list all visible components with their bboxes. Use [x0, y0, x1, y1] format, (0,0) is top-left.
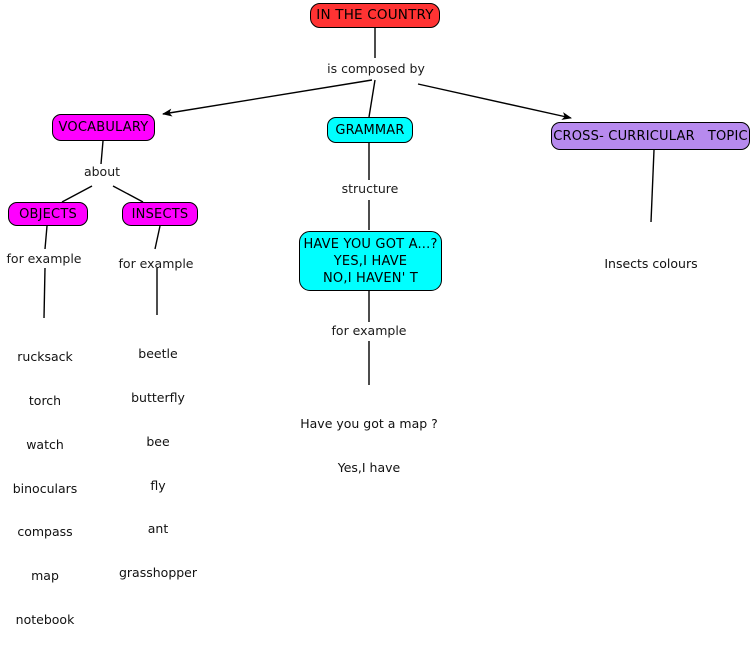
leaf-insects-examples: beetle butterfly bee fly ant grasshopper	[110, 318, 206, 610]
list-item: ant	[147, 521, 169, 537]
grammar-structure-line-1: HAVE YOU GOT A...?	[303, 236, 438, 252]
edge-hub-to-grammar	[368, 79, 376, 118]
list-item: rucksack	[17, 349, 73, 365]
link-label-for-example-objects: for example	[6, 251, 82, 266]
list-item: butterfly	[131, 389, 185, 405]
edge-cross-curricular-to-examples	[650, 149, 655, 223]
link-label-about: about	[83, 164, 121, 179]
node-grammar-label: GRAMMAR	[335, 122, 405, 138]
leaf-objects-examples: rucksack torch watch binoculars compass …	[0, 321, 90, 657]
grammar-structure-line-2: YES,I HAVE	[333, 253, 408, 269]
edge-insects-to-forexample	[154, 225, 161, 250]
list-item: compass	[17, 524, 73, 540]
edge-about-to-insects	[112, 185, 144, 203]
list-item: fly	[150, 477, 166, 493]
edge-objects-to-forexample	[44, 225, 48, 250]
link-label-for-example-grammar: for example	[331, 323, 407, 338]
node-grammar[interactable]: GRAMMAR	[327, 117, 413, 143]
list-item: map	[31, 568, 59, 584]
edge-hub-to-vocabulary	[162, 79, 373, 117]
list-item: torch	[28, 392, 62, 408]
list-item: Insects colours	[604, 256, 698, 272]
leaf-cross-curricular-examples: Insects colours	[586, 228, 716, 301]
list-item: Have you got a map ?	[300, 416, 438, 432]
node-insects-label: INSECTS	[131, 206, 189, 222]
edge-about-to-objects	[61, 185, 93, 203]
list-item: notebook	[15, 611, 75, 627]
list-item: bee	[146, 433, 170, 449]
node-grammar-structure[interactable]: HAVE YOU GOT A...? YES,I HAVE NO,I HAVEN…	[299, 231, 442, 291]
link-label-for-example-insects: for example	[118, 256, 194, 271]
edge-hub-to-cross-curricular	[417, 83, 572, 120]
concept-map-canvas: IN THE COUNTRY VOCABULARY GRAMMAR CROSS-…	[6, 3, 750, 626]
node-vocabulary-label: VOCABULARY	[58, 120, 149, 135]
node-cross-curricular-topic-label: CROSS- CURRICULAR TOPIC	[553, 128, 748, 144]
node-in-the-country[interactable]: IN THE COUNTRY	[310, 3, 440, 28]
node-objects[interactable]: OBJECTS	[8, 202, 88, 226]
list-item: grasshopper	[118, 565, 198, 581]
list-item: beetle	[138, 346, 178, 362]
edge-vocabulary-to-about	[100, 140, 104, 165]
list-item: watch	[26, 436, 64, 452]
node-vocabulary[interactable]: VOCABULARY	[52, 114, 155, 141]
link-label-structure: structure	[341, 181, 399, 196]
node-cross-curricular-topic[interactable]: CROSS- CURRICULAR TOPIC	[551, 122, 750, 150]
grammar-structure-line-3: NO,I HAVEN' T	[323, 270, 418, 286]
node-insects[interactable]: INSECTS	[122, 202, 198, 226]
list-item: binoculars	[12, 480, 78, 496]
list-item: Yes,I have	[337, 459, 401, 475]
leaf-grammar-examples: Have you got a map ? Yes,I have	[279, 388, 459, 505]
link-label-is-composed-by: is composed by	[327, 61, 425, 76]
node-objects-label: OBJECTS	[19, 206, 77, 222]
node-in-the-country-label: IN THE COUNTRY	[316, 7, 434, 23]
edge-forexample-to-objects-list	[43, 267, 46, 319]
